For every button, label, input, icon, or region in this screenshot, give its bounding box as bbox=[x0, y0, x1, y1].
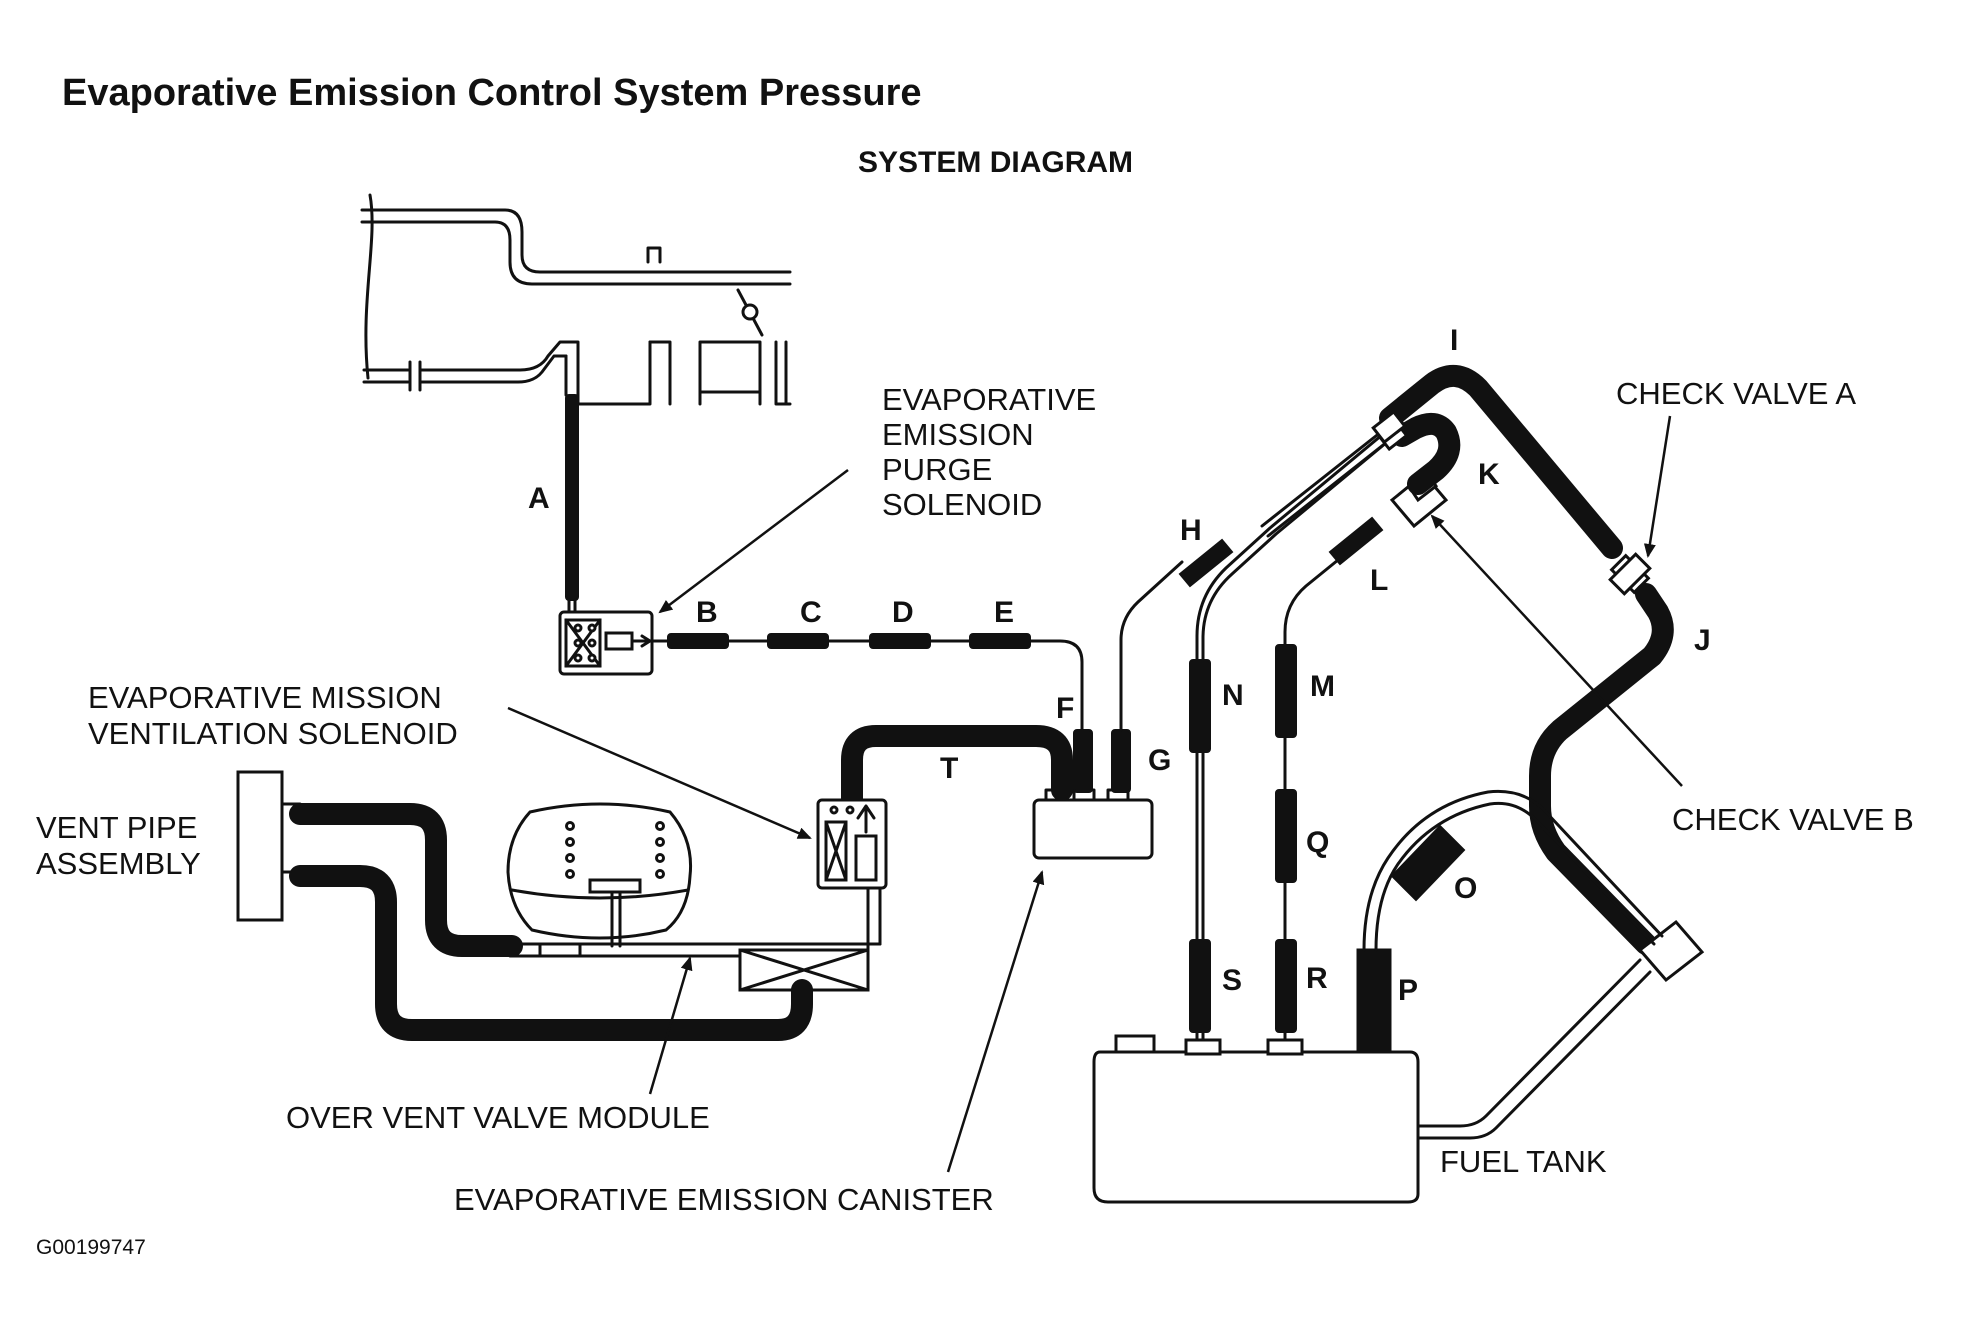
hose-n bbox=[1189, 659, 1211, 753]
throttle-plate-icon bbox=[736, 288, 764, 337]
letter-f: F bbox=[1056, 692, 1074, 725]
hose-b bbox=[667, 633, 729, 649]
label-fuel-tank: FUEL TANK bbox=[1440, 1144, 1607, 1179]
component-labels: EVAPORATIVE EMISSION PURGE SOLENOID EVAP… bbox=[36, 376, 1914, 1217]
letter-e: E bbox=[994, 596, 1014, 629]
diagram-subtitle: SYSTEM DIAGRAM bbox=[858, 146, 1133, 179]
letter-a: A bbox=[528, 482, 550, 515]
letter-c: C bbox=[800, 596, 822, 629]
letter-b: B bbox=[696, 596, 718, 629]
letter-t: T bbox=[940, 752, 958, 785]
hose-j bbox=[1529, 583, 1674, 955]
letter-d: D bbox=[892, 596, 914, 629]
hose-g bbox=[1111, 729, 1131, 793]
letter-j: J bbox=[1694, 624, 1711, 657]
label-ventilation-solenoid-2: VENTILATION SOLENOID bbox=[88, 716, 458, 751]
letter-p: P bbox=[1398, 974, 1418, 1007]
tank-vapor-lines bbox=[1178, 418, 1406, 1042]
hose-m bbox=[1275, 644, 1297, 738]
label-purge-solenoid-3: PURGE bbox=[882, 452, 992, 487]
hose-a bbox=[565, 394, 579, 617]
label-purge-solenoid-4: SOLENOID bbox=[882, 487, 1042, 522]
letter-i: I bbox=[1450, 324, 1458, 357]
label-canister: EVAPORATIVE EMISSION CANISTER bbox=[454, 1182, 994, 1217]
hose-letter-labels: A B C D E F G H I J K L M N O P Q R S T bbox=[528, 324, 1711, 1007]
label-vent-pipe-2: ASSEMBLY bbox=[36, 846, 201, 881]
letter-l: L bbox=[1370, 564, 1388, 597]
hose-k bbox=[1391, 412, 1461, 495]
label-purge-solenoid-2: EMISSION bbox=[882, 417, 1034, 452]
label-vent-pipe-1: VENT PIPE bbox=[36, 810, 197, 845]
vent-pipe-assembly bbox=[236, 770, 813, 1041]
label-ventilation-solenoid-1: EVAPORATIVE MISSION bbox=[88, 680, 442, 715]
hose-o bbox=[1390, 824, 1466, 902]
figure-id: G00199747 bbox=[36, 1236, 146, 1259]
hose-c bbox=[767, 633, 829, 649]
hose-l bbox=[1328, 516, 1384, 566]
hose-t bbox=[841, 725, 1073, 811]
hose-q bbox=[1275, 789, 1297, 883]
hose-i bbox=[1379, 365, 1623, 559]
fuel-tank bbox=[1092, 948, 1420, 1204]
label-purge-solenoid-1: EVAPORATIVE bbox=[882, 382, 1096, 417]
ventilation-solenoid bbox=[816, 798, 888, 890]
intake-manifold bbox=[360, 193, 792, 406]
hose-f bbox=[1073, 729, 1093, 793]
purge-line bbox=[650, 633, 1084, 732]
letter-k: K bbox=[1478, 458, 1500, 491]
letter-m: M bbox=[1310, 670, 1335, 703]
label-over-vent-valve: OVER VENT VALVE MODULE bbox=[286, 1100, 710, 1135]
page-title: Evaporative Emission Control System Pres… bbox=[62, 72, 922, 114]
letter-n: N bbox=[1222, 679, 1244, 712]
hose-r bbox=[1275, 939, 1297, 1033]
letter-g: G bbox=[1148, 744, 1171, 777]
letter-r: R bbox=[1306, 962, 1328, 995]
leader-arrows bbox=[507, 415, 1683, 1173]
label-check-valve-b: CHECK VALVE B bbox=[1672, 802, 1914, 837]
letter-q: Q bbox=[1306, 826, 1329, 859]
over-vent-valve-module bbox=[506, 802, 882, 992]
letter-h: H bbox=[1180, 514, 1202, 547]
purge-solenoid bbox=[558, 610, 654, 676]
hose-h bbox=[1178, 538, 1234, 588]
hose-s bbox=[1189, 939, 1211, 1033]
label-check-valve-a: CHECK VALVE A bbox=[1616, 376, 1856, 411]
letter-s: S bbox=[1222, 964, 1242, 997]
letter-o: O bbox=[1454, 872, 1477, 905]
fuel-filler-neck bbox=[1362, 789, 1705, 1140]
hose-d bbox=[869, 633, 931, 649]
hose-e bbox=[969, 633, 1031, 649]
